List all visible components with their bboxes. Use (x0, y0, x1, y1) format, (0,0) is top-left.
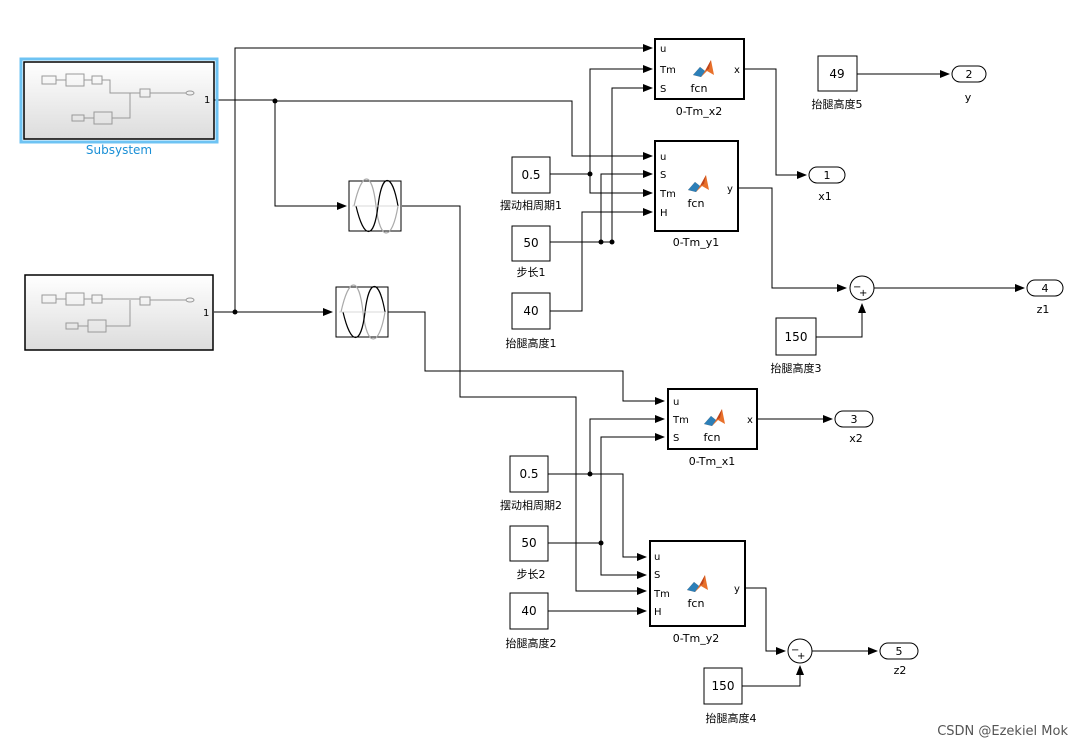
constant-value: 150 (785, 330, 808, 344)
port-label: S (660, 84, 666, 95)
outport-number: 1 (824, 169, 831, 182)
constant-label: 抬腿高度1 (506, 336, 557, 350)
outport-label: x1 (818, 190, 832, 203)
port-label: u (660, 152, 666, 163)
signal-block-2[interactable] (335, 284, 389, 340)
sum-block-1[interactable]: − + (849, 275, 875, 301)
port-label: y (727, 184, 733, 195)
sum-sign: + (859, 288, 867, 299)
constant-value: 50 (523, 236, 538, 250)
fcn-block-title: 0-Tm_x2 (676, 105, 722, 118)
port-label: Tm (659, 65, 676, 76)
port-label: u (673, 397, 679, 408)
constant-label: 抬腿高度3 (771, 361, 822, 375)
constant-block[interactable]: 50 (509, 525, 549, 562)
constant-block[interactable]: 150 (703, 667, 743, 705)
constant-label: 步长1 (517, 266, 546, 279)
sum-sign: + (797, 651, 805, 662)
port-label: Tm (653, 589, 670, 600)
constant-label: 抬腿高度2 (506, 636, 557, 650)
constant-block[interactable]: 40 (509, 592, 549, 630)
port-label: H (654, 607, 662, 618)
port-label: y (734, 584, 740, 595)
fcn-label: fcn (688, 597, 705, 610)
outport-number: 2 (966, 68, 973, 81)
fcn-block-title: 0-Tm_x1 (689, 455, 735, 468)
outport-x1[interactable]: 1 (808, 166, 846, 184)
subsystem-block-1[interactable]: 1 (19, 57, 219, 144)
fcn-label: fcn (704, 431, 721, 444)
port-label: Tm (659, 189, 676, 200)
subsystem-thumbnail (41, 73, 195, 125)
fcn-block-x2[interactable]: u Tm S x fcn (654, 38, 745, 100)
constant-value: 150 (712, 679, 735, 693)
fcn-block-x1[interactable]: u Tm S x fcn (667, 388, 758, 450)
subsystem-port-label: 1 (204, 95, 210, 106)
constant-block[interactable]: 40 (511, 292, 551, 330)
port-label: S (654, 570, 660, 581)
fcn-label: fcn (691, 82, 708, 95)
outport-label: y (965, 91, 972, 104)
constant-label: 摆动相周期2 (500, 498, 562, 512)
sum-sign: − (853, 282, 861, 293)
fcn-block-y2[interactable]: u S Tm H y fcn (649, 540, 746, 627)
subsystem-block-2[interactable]: 1 (24, 274, 214, 351)
constant-label: 步长2 (517, 568, 546, 581)
watermark: CSDN @Ezekiel Mok (937, 724, 1068, 739)
port-label: x (734, 65, 740, 76)
constant-value: 40 (523, 304, 538, 318)
outport-number: 4 (1042, 282, 1049, 295)
constant-label: 抬腿高度4 (706, 711, 757, 725)
outport-z1[interactable]: 4 (1026, 279, 1064, 297)
constant-block[interactable]: 0.5 (509, 455, 549, 493)
subsystem-name-label: Subsystem (86, 143, 152, 157)
signal-lines (214, 44, 1025, 687)
constant-block[interactable]: 150 (775, 317, 817, 356)
constant-block[interactable]: 0.5 (511, 156, 551, 194)
port-label: u (660, 44, 666, 55)
outport-label: z1 (1037, 303, 1050, 316)
port-label: x (747, 415, 753, 426)
port-label: u (654, 552, 660, 563)
outport-y[interactable]: 2 (951, 65, 987, 83)
outport-z2[interactable]: 5 (879, 642, 919, 660)
constant-label: 抬腿高度5 (812, 97, 863, 111)
fcn-block-title: 0-Tm_y2 (673, 632, 719, 645)
port-label: Tm (672, 415, 689, 426)
subsystem-port-label: 1 (203, 308, 209, 319)
constant-block[interactable]: 49 (817, 55, 858, 92)
outport-number: 5 (896, 645, 903, 658)
fcn-block-y1[interactable]: u S Tm H y fcn (654, 140, 739, 232)
sum-block-2[interactable]: − + (787, 638, 813, 664)
fcn-label: fcn (688, 197, 705, 210)
constant-value: 0.5 (519, 467, 538, 481)
constant-block[interactable]: 50 (511, 225, 551, 262)
port-label: S (673, 433, 679, 444)
fcn-block-title: 0-Tm_y1 (673, 236, 719, 249)
outport-x2[interactable]: 3 (834, 410, 874, 428)
port-label: S (660, 170, 666, 181)
subsystem-thumbnail (41, 292, 195, 333)
constant-value: 40 (521, 604, 536, 618)
constant-label: 摆动相周期1 (500, 198, 562, 212)
port-label: H (660, 208, 668, 219)
outport-number: 3 (851, 413, 858, 426)
constant-value: 0.5 (521, 168, 540, 182)
constant-value: 50 (521, 536, 536, 550)
sum-sign: − (791, 645, 799, 656)
signal-block-1[interactable] (348, 178, 402, 234)
outport-label: x2 (849, 432, 863, 445)
constant-value: 49 (829, 67, 844, 81)
outport-label: z2 (894, 664, 907, 677)
